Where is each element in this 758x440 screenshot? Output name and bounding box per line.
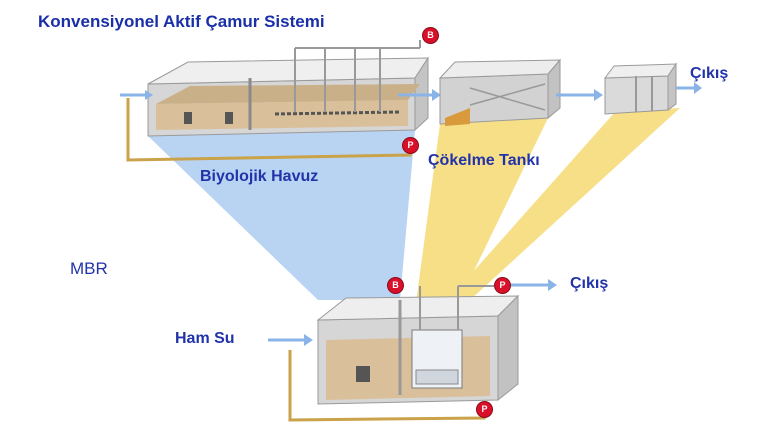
label-biological-basin: Biyolojik Havuz — [200, 168, 319, 185]
blue-projection — [148, 130, 415, 300]
label-mbr: MBR — [70, 259, 108, 278]
label-outlet-top: Çıkış — [690, 65, 729, 82]
settling-tank — [438, 58, 562, 126]
aerator — [184, 112, 192, 124]
outlet-tank — [603, 62, 677, 115]
mbr-aerator — [356, 366, 370, 382]
label-raw-water: Ham Su — [175, 330, 235, 347]
mbr-tank — [316, 285, 520, 405]
label-outlet-bottom: Çıkış — [570, 275, 609, 292]
blower-marker-mbr: B — [388, 278, 403, 293]
pump-marker-mbr-outlet: P — [495, 278, 510, 293]
pump-marker-mbr-return: P — [477, 402, 492, 417]
biological-basin — [147, 40, 429, 137]
yellow-projection-settling — [415, 118, 548, 310]
aerator — [225, 112, 233, 124]
label-settling-tank: Çökelme Tankı — [428, 152, 540, 169]
pump-marker-top: P — [403, 138, 418, 153]
diagram-title: Konvensiyonel Aktif Çamur Sistemi — [38, 12, 325, 31]
yellow-projection-outlet — [448, 108, 680, 300]
blower-marker-top: B — [423, 28, 438, 43]
